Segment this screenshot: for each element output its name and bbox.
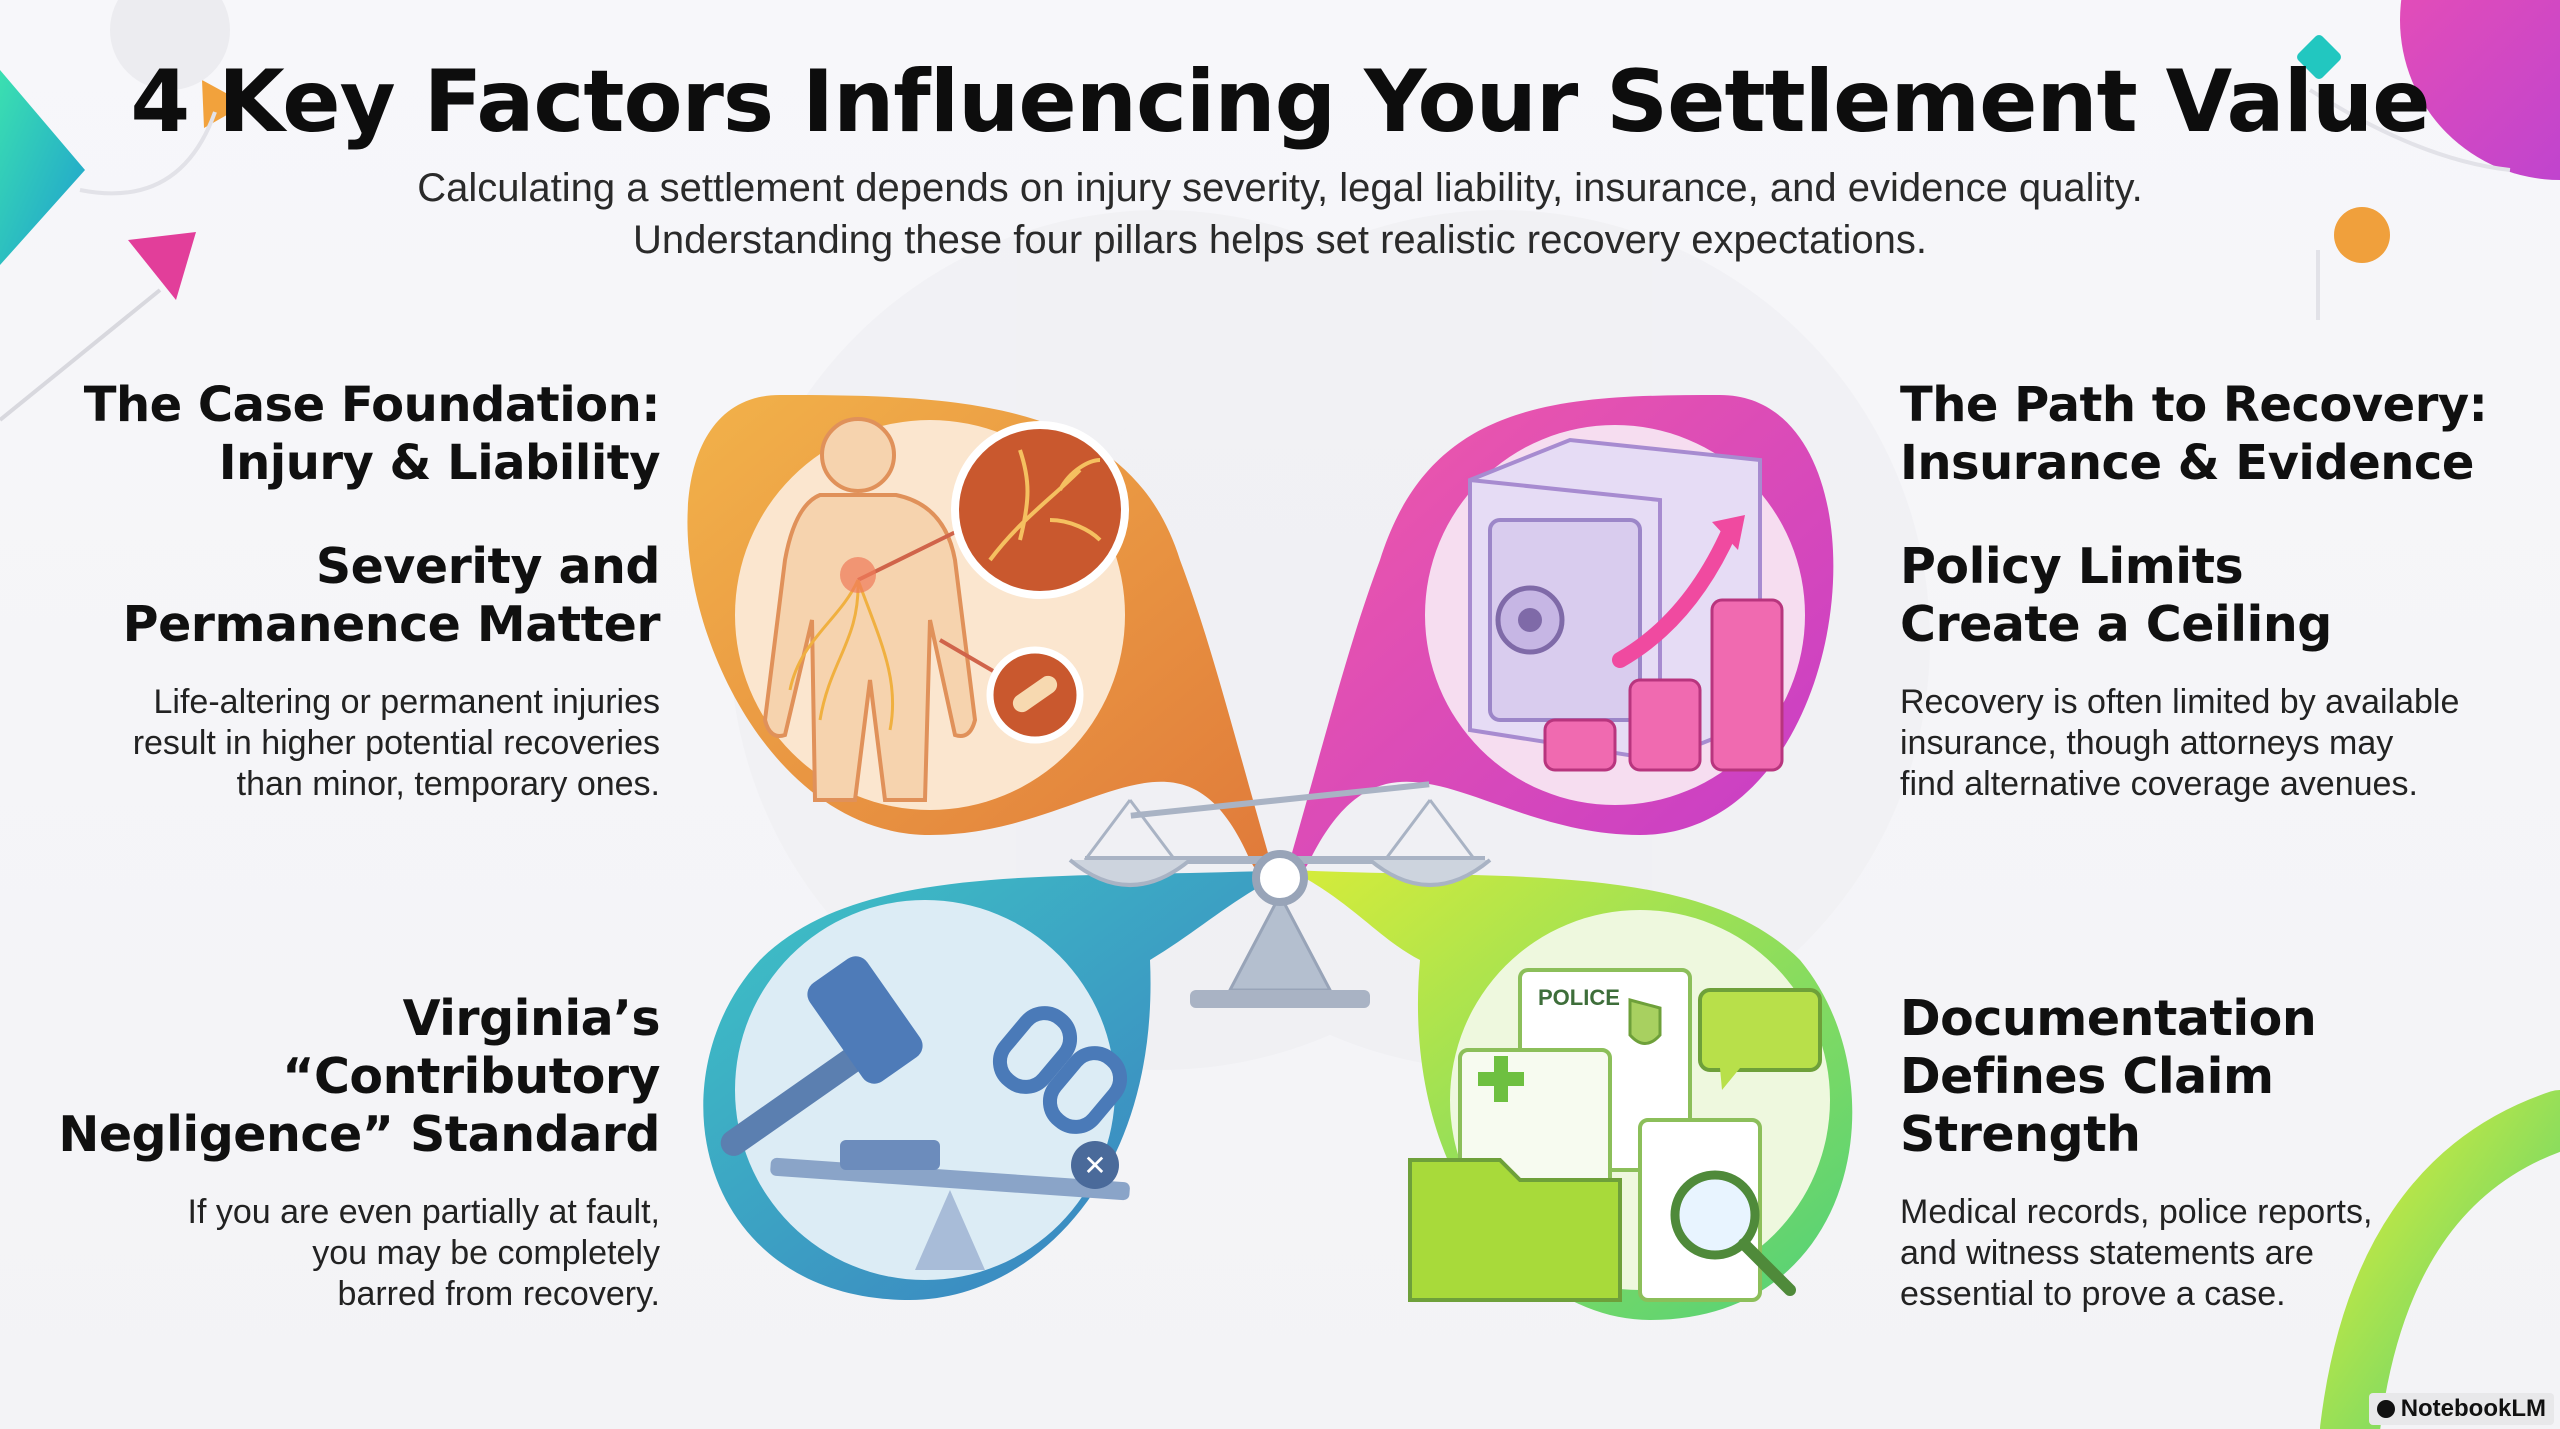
right-top-block: The Path to Recovery: Insurance & Eviden… [1900, 376, 2520, 805]
decor-top-left [0, 0, 246, 422]
factor-heading-policy-limits: Policy Limits Create a Ceiling [1900, 538, 2520, 654]
factor-desc-line: If you are even partially at fault, [187, 1193, 660, 1231]
factor-desc-line: result in higher potential recoveries [132, 724, 660, 762]
notebooklm-badge[interactable]: NotebookLM [2368, 1393, 2554, 1425]
injury-illustration [687, 395, 1270, 875]
documents-illustration: POLICE [1290, 870, 1853, 1320]
vault-illustration [1290, 395, 1834, 875]
left-bottom-block: Virginia’s “Contributory Negligence” Sta… [40, 990, 660, 1315]
factor-heading-line: Virginia’s [402, 990, 661, 1047]
factor-heading-severity: Severity and Permanence Matter [40, 538, 661, 654]
factor-desc-line: Life-altering or permanent injuries [153, 683, 660, 721]
factor-desc-line: Recovery is often limited by available [1900, 683, 2460, 721]
factor-heading-line: Policy Limits [1900, 538, 2244, 595]
decor-bottom-right [2320, 1090, 2560, 1429]
factor-heading-line: Severity and [315, 538, 661, 595]
factor-desc-policy-limits: Recovery is often limited by available i… [1900, 682, 2520, 805]
factor-desc-line: find alternative coverage avenues. [1900, 765, 2418, 803]
subtitle-line-1: Calculating a settlement depends on inju… [417, 166, 2143, 210]
left-section-heading: The Case Foundation: Injury & Liability [40, 376, 661, 492]
factor-heading-line: “Contributory [282, 1048, 660, 1105]
factor-desc-line: Medical records, police reports, [1900, 1193, 2373, 1231]
left-top-block: The Case Foundation: Injury & Liability … [40, 376, 661, 805]
factor-heading-line: Create a Ceiling [1900, 596, 2332, 653]
decor-top-right [2297, 0, 2560, 320]
right-section-heading: The Path to Recovery: Insurance & Eviden… [1900, 376, 2520, 492]
factor-heading-line: Defines Claim [1900, 1048, 2274, 1105]
gavel-icon [720, 956, 923, 1156]
gavel-illustration: ✕ [703, 870, 1290, 1300]
factor-desc-line: barred from recovery. [337, 1275, 660, 1313]
factor-desc-line: insurance, though attorneys may [1900, 724, 2394, 762]
coin-stacks [1543, 598, 1784, 772]
factor-desc-line: you may be completely [312, 1234, 660, 1272]
factor-heading-line: Strength [1900, 1106, 2141, 1163]
factor-heading-line: Negligence” Standard [58, 1106, 660, 1163]
page-title: 4 Key Factors Influencing Your Settlemen… [130, 52, 2430, 152]
svg-text:✕: ✕ [1083, 1149, 1106, 1182]
branding-label: NotebookLM [2400, 1395, 2546, 1422]
right-section-heading-line2: Insurance & Evidence [1900, 435, 2474, 491]
subtitle-line-2: Understanding these four pillars helps s… [633, 218, 1927, 262]
documents-folder-icon: POLICE [1408, 968, 1822, 1302]
notebooklm-logo-icon [2376, 1400, 2395, 1418]
factor-desc-line: essential to prove a case. [1900, 1275, 2286, 1313]
factor-desc-documentation: Medical records, police reports, and wit… [1900, 1192, 2520, 1315]
balance-scale-icon [1068, 781, 1492, 1008]
left-section-heading-line2: Injury & Liability [218, 435, 661, 491]
human-body-icon [762, 417, 978, 802]
factor-desc-line: than minor, temporary ones. [236, 765, 660, 803]
right-section-heading-line1: The Path to Recovery: [1900, 377, 2488, 433]
factor-desc-contributory: If you are even partially at fault, you … [40, 1192, 660, 1315]
factor-heading-contributory: Virginia’s “Contributory Negligence” Sta… [40, 990, 660, 1164]
factor-desc-line: and witness statements are [1900, 1234, 2314, 1272]
left-section-heading-line1: The Case Foundation: [83, 377, 661, 433]
factor-desc-severity: Life-altering or permanent injuries resu… [40, 682, 660, 805]
factor-heading-line: Permanence Matter [122, 596, 661, 653]
broken-chain-icon [992, 1006, 1128, 1134]
factor-heading-line: Documentation [1900, 990, 2317, 1047]
police-label: POLICE [1538, 985, 1620, 1010]
right-bottom-block: Documentation Defines Claim Strength Med… [1900, 990, 2520, 1315]
factor-heading-documentation: Documentation Defines Claim Strength [1900, 990, 2520, 1164]
